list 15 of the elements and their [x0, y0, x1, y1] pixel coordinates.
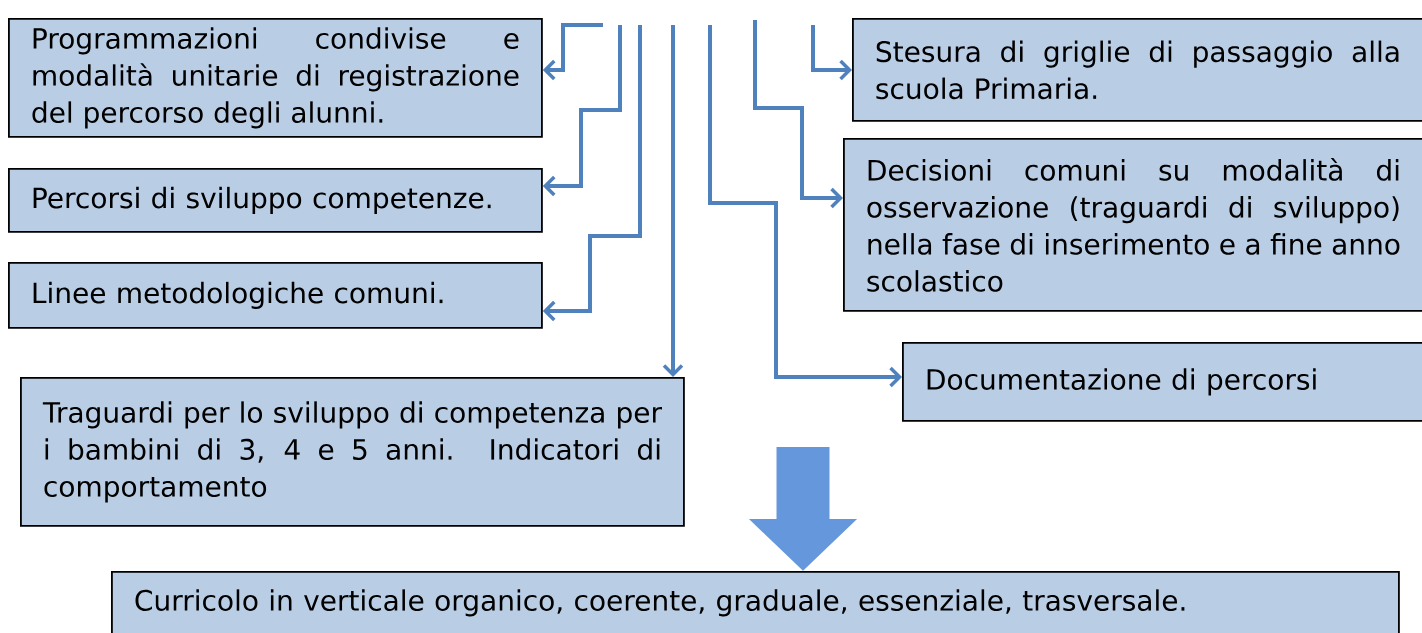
arrow [542, 23, 603, 81]
arrow [662, 25, 684, 377]
text-box: Documentazione di percorsi [902, 342, 1422, 422]
text-box: Programmazioni condivise e modalità unitarie di registrazione del percorso degli alunni. [8, 18, 543, 138]
arrow [708, 25, 902, 388]
text-box: Curricolo in verticale organico, coerente, graduale, essenziale, trasversale. [111, 571, 1400, 633]
text-box: Linee metodologiche comuni. [8, 262, 543, 329]
arrow [542, 25, 642, 322]
text-box: Percorsi di sviluppo competenze. [8, 168, 543, 233]
arrow [811, 25, 852, 81]
arrow [753, 20, 843, 209]
text-box: Traguardi per lo sviluppo di competenza per i bambini di 3, 4 e 5 anni. Indicatori di comportamento [20, 377, 685, 527]
text-box: Stesura di griglie di passaggio alla scuola Primaria. [852, 18, 1422, 122]
arrow [542, 25, 622, 197]
text-box: Decisioni comuni su modalità di osservazione (traguardi di sviluppo) nella fase di inserimento e a fine anno scolastico [843, 138, 1422, 312]
